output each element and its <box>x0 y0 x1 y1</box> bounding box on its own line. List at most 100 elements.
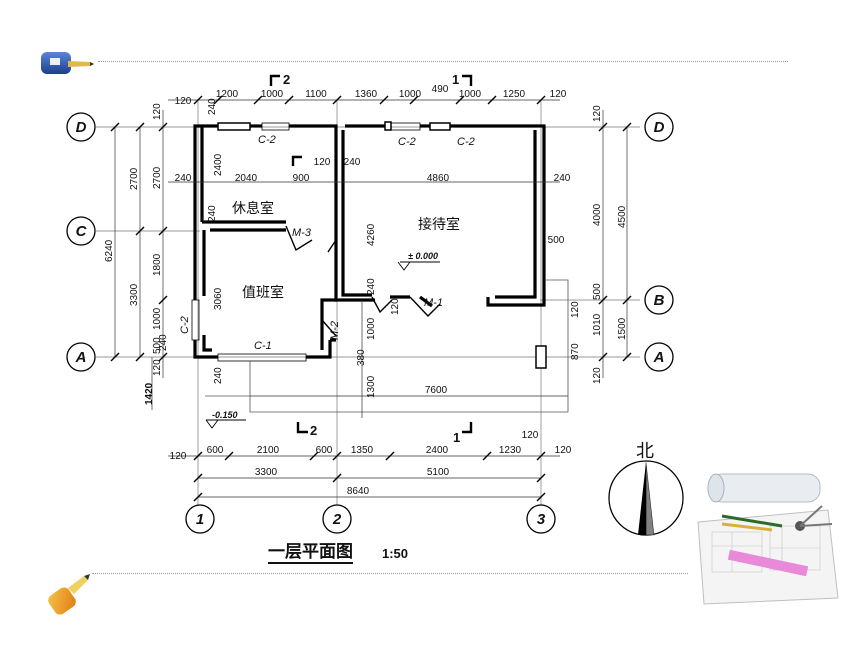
pencil-logo-icon <box>48 574 90 615</box>
book-logo-icon <box>41 52 94 74</box>
section-marks <box>269 74 473 434</box>
dim-w240c: 240 <box>554 173 571 184</box>
dim-w240f: 240 <box>207 205 218 222</box>
label-m2: M-2 <box>329 321 341 340</box>
north-label: 北 <box>636 441 654 461</box>
dim-left-outer-0: 120 <box>152 103 163 120</box>
dim-top-3: 1100 <box>305 89 327 100</box>
dim-right-outer-4: 870 <box>570 343 581 360</box>
dim-bottom-r1-3: 600 <box>316 445 333 456</box>
dim-left-outer-3: 1000 <box>152 307 163 330</box>
axis-bubble-d-right <box>644 112 674 142</box>
dim-left-outer-4: 500 <box>152 337 163 354</box>
dim-v240y: 240 <box>158 334 169 351</box>
axis-bubbles <box>66 112 674 534</box>
axis-bubble-2 <box>322 504 352 534</box>
dim-bottom-r1-5: 2400 <box>426 445 449 456</box>
dim-w900: 900 <box>293 173 310 184</box>
dim-bottom-r1-0: 120 <box>170 451 187 462</box>
dim-top-2: 1000 <box>261 89 284 100</box>
top-divider <box>98 61 788 62</box>
axis-bubble-1 <box>185 504 215 534</box>
drafting-tools-image <box>697 473 839 605</box>
plan-title: 一层平面图 <box>268 542 353 564</box>
axis-bubble-a-left <box>66 342 96 372</box>
dim-v2400: 2400 <box>213 153 224 176</box>
label-c1: C-1 <box>254 340 272 352</box>
dim-left-total: 6240 <box>104 239 115 262</box>
dim-w240g: 120 <box>522 430 539 441</box>
dim-left-mid-1: 3300 <box>129 283 140 306</box>
dim-top-1: 1200 <box>216 89 239 100</box>
dim-right-outer-2: 500 <box>592 283 603 300</box>
axis-d-right: D <box>654 119 665 136</box>
label-c2-c: C-2 <box>457 136 475 148</box>
dimension-ticks <box>110 95 632 502</box>
dim-left-outer-5: 120 <box>152 359 163 376</box>
dim-top-6: 490 <box>432 84 449 95</box>
axis-c-left: C <box>76 223 88 240</box>
axis-bubble-b-right <box>644 285 674 315</box>
dim-v380: 380 <box>356 349 367 366</box>
dim-top-9: 120 <box>550 89 567 100</box>
dim-right-outer-5: 120 <box>592 367 603 384</box>
dim-bottom-r2-1: 5100 <box>427 467 450 478</box>
dim-w240e: 240 <box>175 173 192 184</box>
dim-bottom-r1-2: 2100 <box>257 445 280 456</box>
label-m3: M-3 <box>292 227 312 239</box>
dim-w240b: 240 <box>344 157 361 168</box>
dim-bottom-r1-7: 120 <box>555 445 572 456</box>
dim-v240x: 240 <box>213 367 224 384</box>
dim-bottom-r2-0: 3300 <box>255 467 278 478</box>
axis-b-right: B <box>654 292 665 309</box>
dim-left-mid-0: 2700 <box>129 167 140 190</box>
dim-right-extra: 120 <box>570 301 581 318</box>
dim-left-outer-2: 1800 <box>152 253 163 276</box>
windows <box>191 121 547 369</box>
label-m1: M-1 <box>424 297 443 309</box>
room-reception: 接待室 <box>418 216 460 232</box>
dim-bottom-r1-1: 600 <box>207 445 224 456</box>
elevation-markers <box>205 261 440 429</box>
dim-top-0: 120 <box>175 96 192 107</box>
dim-right-mid-1: 1500 <box>617 317 628 340</box>
axis-1: 1 <box>196 511 204 528</box>
axis-a-left: A <box>75 349 87 366</box>
dimension-lines <box>114 99 628 498</box>
dim-w240a: 240 <box>207 98 218 115</box>
dim-right-mid-0: 4500 <box>617 205 628 228</box>
dim-v1000: 1000 <box>366 317 377 340</box>
dim-top-4: 1360 <box>355 89 378 100</box>
dim-top-5: 1000 <box>399 89 422 100</box>
dim-v1420: 1420 <box>144 382 155 405</box>
doors <box>285 225 544 337</box>
dim-w2040: 2040 <box>235 173 258 184</box>
dim-w120b: 120 <box>390 298 401 315</box>
dim-right-outer-0: 120 <box>592 105 603 122</box>
dim-v1300: 1300 <box>366 375 377 398</box>
axis-2: 2 <box>332 511 342 528</box>
dim-w7600: 7600 <box>425 385 448 396</box>
axis-3: 3 <box>537 511 546 528</box>
plan-scale: 1:50 <box>382 546 409 561</box>
dim-v3060: 3060 <box>213 287 224 310</box>
section-2-bottom: 2 <box>310 423 317 438</box>
room-rest: 休息室 <box>232 200 274 216</box>
section-1-bottom: 1 <box>453 430 460 445</box>
dim-w500: 500 <box>548 235 565 246</box>
terrace-outline <box>205 279 569 413</box>
north-arrow-icon <box>608 460 684 536</box>
dim-v4260: 4260 <box>366 223 377 246</box>
label-c2-b: C-2 <box>398 136 416 148</box>
dim-left-outer-1: 2700 <box>152 166 163 189</box>
dim-w120: 120 <box>314 157 331 168</box>
dim-w4860: 4860 <box>427 173 450 184</box>
room-duty: 值班室 <box>242 284 284 300</box>
dim-bottom-r1-4: 1350 <box>351 445 374 456</box>
dim-bottom-total: 8640 <box>347 486 370 497</box>
axis-bubble-a-right <box>644 342 674 372</box>
axis-bubble-c-left <box>66 216 96 246</box>
axis-d-left: D <box>76 119 87 136</box>
dim-right-outer-1: 4000 <box>592 203 603 226</box>
